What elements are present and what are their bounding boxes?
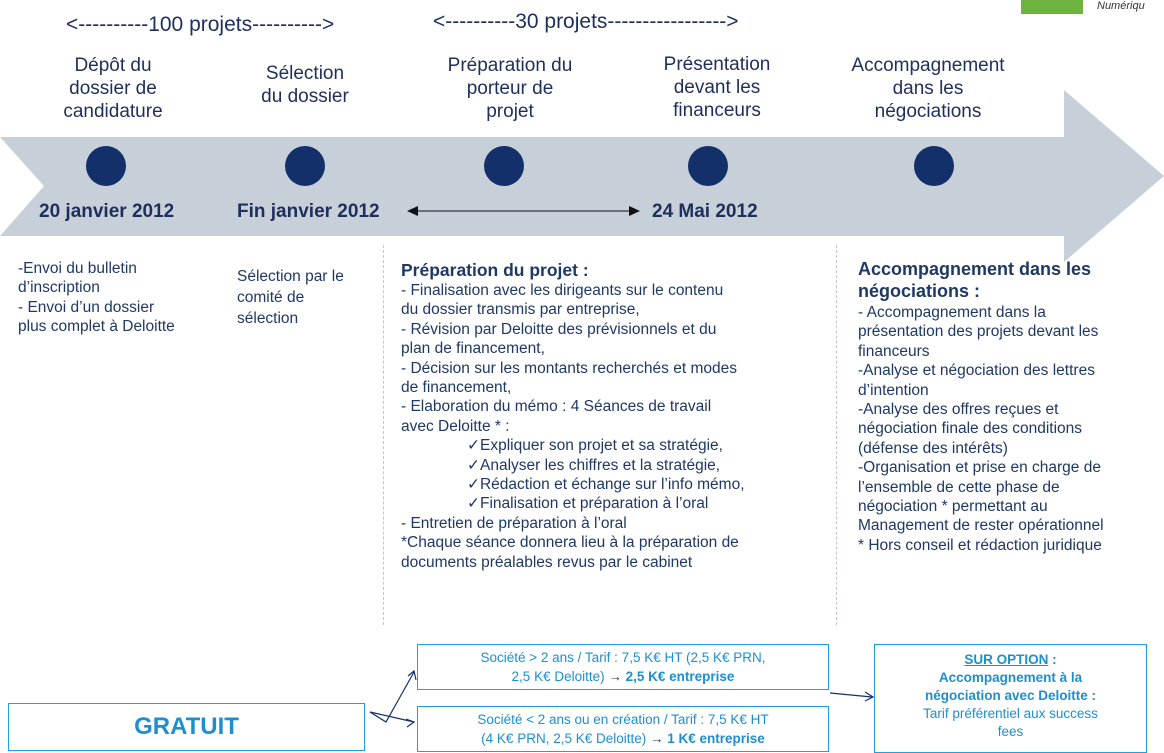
date-20-janvier: 20 janvier 2012 [39, 201, 175, 222]
col3-line: - Révision par Deloitte des prévisionnel… [401, 320, 717, 338]
col2-line: sélection [237, 310, 299, 327]
option-line: fees [997, 724, 1024, 739]
date-range-arrow [407, 206, 640, 216]
col3-check: ✓Finalisation et préparation à l’oral [467, 495, 709, 513]
stage-accompagnement: Accompagnement dans les négociations [851, 55, 1005, 122]
tariff1-line2: 2,5 K€ Deloitte) → 2,5 K€ entreprise [418, 667, 828, 686]
stage-depot: Dépôt du dossier de candidature [63, 55, 163, 122]
stage-presentation: Présentation devant les financeurs [663, 54, 771, 121]
col-accompagnement-details: Accompagnement dans les négociations : -… [858, 258, 1164, 555]
col4-line: présentation des projets devant les [858, 323, 1099, 341]
col3-line: plan de financement, [401, 340, 545, 358]
col3-line: du dossier transmis par entreprise, [401, 301, 640, 319]
counter-30-projects: <----------30 projets-----------------> [433, 10, 739, 33]
col3-line: - Entretien de préparation à l’oral [401, 514, 627, 532]
col-selection-details: Sélection par le comité de sélection [237, 266, 377, 329]
milestone-dot-4 [688, 146, 728, 186]
col3-line: de financement, [401, 379, 512, 397]
tariff2-line1: Société < 2 ans ou en création / Tarif :… [477, 712, 769, 727]
stage-preparation: Préparation du porteur de projet [447, 55, 573, 122]
col4-line: -Organisation et prise en charge de [858, 459, 1101, 477]
col2-line: comité de [237, 289, 305, 306]
col3-check: ✓Analyser les chiffres et la stratégie, [467, 456, 721, 474]
col4-line: * Hors conseil et rédaction juridique [858, 536, 1102, 554]
tariff-box-over-2-years: Société > 2 ans / Tarif : 7,5 K€ HT (2,5… [417, 644, 829, 690]
col3-line: *Chaque séance donnera lieu à la prépara… [401, 534, 739, 552]
arrow-icon: → [604, 669, 626, 684]
gratuit-label: GRATUIT [134, 713, 239, 740]
option-colon: : [1048, 652, 1057, 667]
col1-line: plus complet à Deloitte [18, 318, 175, 336]
col3-heading: Préparation du projet : [401, 260, 589, 280]
option-box: SUR OPTION : Accompagnement à la négocia… [874, 644, 1147, 753]
col4-heading: Accompagnement dans les [858, 259, 1092, 279]
col3-line: - Décision sur les montants recherchés e… [401, 359, 737, 377]
col4-line: -Analyse des offres reçues et [858, 401, 1059, 419]
separator-left [383, 245, 384, 625]
col4-line: négociation * permettant au [858, 498, 1048, 516]
tariff2-result: 1 K€ entreprise [667, 731, 765, 746]
option-line: Accompagnement à la [938, 670, 1083, 685]
tariff-box-under-2-years: Société < 2 ans ou en création / Tarif :… [417, 706, 829, 752]
col4-line: Management de rester opérationnel [858, 517, 1104, 535]
counter-100-projects: <----------100 projets----------> [66, 13, 335, 36]
col1-line: -Envoi du bulletin [18, 260, 137, 277]
option-title: SUR OPTION [964, 652, 1049, 667]
col1-line: d’inscription [18, 279, 100, 297]
col3-check: ✓Expliquer son projet et sa stratégie, [467, 437, 723, 455]
col-preparation-details: Préparation du projet : - Finalisation a… [401, 259, 831, 572]
date-fin-janvier: Fin janvier 2012 [237, 201, 380, 222]
tariff-connectors [369, 669, 875, 728]
col4-line: (défense des intérêts) [858, 439, 1008, 457]
separator-right [836, 245, 837, 625]
col4-line: -Analyse et négociation des lettres [858, 362, 1095, 380]
col4-line: négociation finale des conditions [858, 420, 1083, 438]
option-title-line: SUR OPTION : [875, 651, 1146, 669]
tariff1-result: 2,5 K€ entreprise [625, 669, 735, 684]
col4-line: - Accompagnement dans la [858, 304, 1046, 321]
tariff2-split: (4 K€ PRN, 2,5 K€ Deloitte) [481, 731, 647, 746]
col-depot-details: -Envoi du bulletin d’inscription - Envoi… [18, 259, 218, 337]
option-line: Tarif préférentiel aux success [923, 706, 1098, 721]
col4-line: d’intention [858, 381, 929, 399]
logo-mark [1021, 0, 1083, 14]
tariff1-split: 2,5 K€ Deloitte) [511, 669, 605, 684]
milestone-dot-2 [285, 146, 325, 186]
milestone-dot-3 [484, 146, 524, 186]
col3-line: avec Deloitte * : [401, 417, 510, 435]
col4-line: l’ensemble de cette phase de [858, 478, 1060, 496]
milestone-dot-1 [86, 146, 126, 186]
logo-text: Numériqu [1097, 0, 1145, 12]
col3-line: documents préalables revus par le cabine… [401, 553, 693, 571]
gratuit-box: GRATUIT [8, 703, 365, 751]
col4-line: financeurs [858, 342, 930, 360]
col3-check: ✓Rédaction et échange sur l’info mémo, [467, 476, 745, 494]
arrow-icon: → [646, 731, 668, 746]
stage-selection: Sélection du dossier [261, 63, 349, 107]
date-24-mai: 24 Mai 2012 [652, 201, 758, 222]
col2-line: Sélection par le [237, 268, 344, 285]
milestone-dot-5 [914, 146, 954, 186]
tariff2-line2: (4 K€ PRN, 2,5 K€ Deloitte) → 1 K€ entre… [418, 729, 828, 748]
option-line: négociation avec Deloitte : [924, 688, 1097, 703]
col3-line: - Elaboration du mémo : 4 Séances de tra… [401, 398, 712, 416]
tariff1-line1: Société > 2 ans / Tarif : 7,5 K€ HT (2,5… [480, 650, 766, 665]
col1-line: - Envoi d’un dossier [18, 298, 155, 316]
col4-heading: négociations : [858, 281, 981, 301]
col3-line: - Finalisation avec les dirigeants sur l… [401, 282, 724, 299]
